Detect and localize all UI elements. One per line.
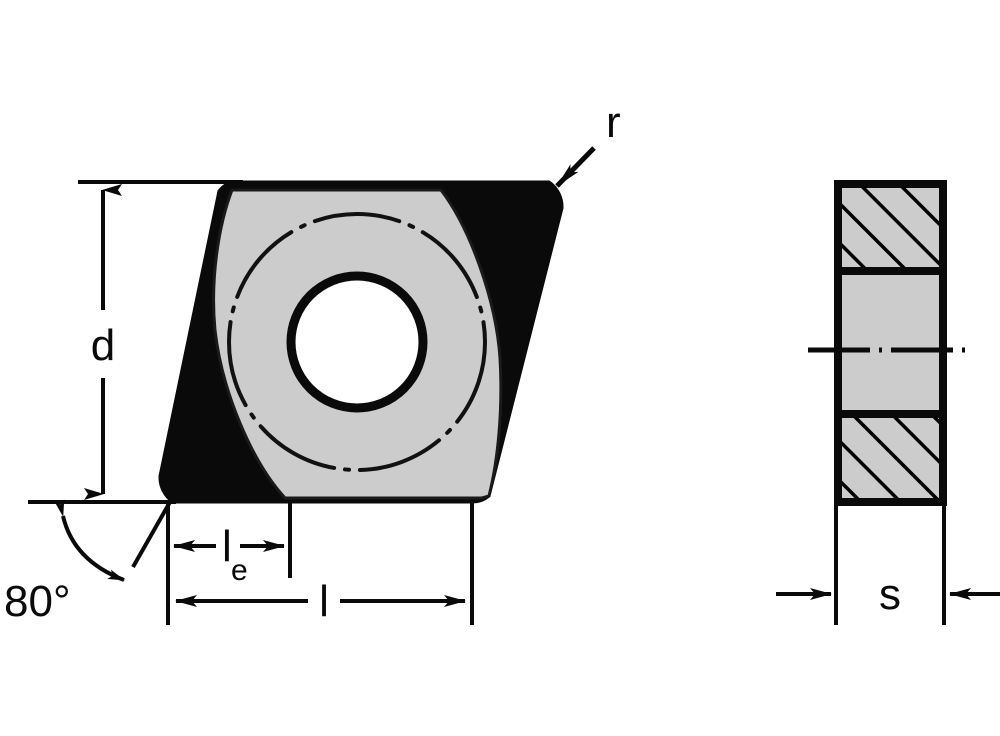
side-view-group [808, 180, 972, 506]
angle-reference-line [131, 501, 172, 568]
dimension-r-group: r [555, 98, 621, 188]
side-view-upper-hatched-section [834, 180, 947, 275]
r-leader-arrow [555, 146, 596, 188]
side-view-bore-band [834, 267, 947, 418]
dimension-label-s: s [879, 570, 901, 619]
chipbreaker-circle [227, 212, 487, 472]
dimension-d-group: d [28, 180, 243, 504]
side-view-lower-hatched-section [834, 410, 947, 506]
dimension-label-d: d [91, 321, 115, 370]
dimension-angle-group: 80° [4, 499, 172, 626]
dimension-l-group: l [175, 502, 474, 626]
angle-arc-arrow [54, 499, 125, 582]
center-bore-hole [286, 271, 428, 413]
dimension-label-r: r [606, 98, 621, 147]
dimension-label-le-subscript: e [231, 554, 248, 587]
dimension-le-group: l e [166, 502, 292, 625]
dimension-label-angle: 80° [4, 577, 71, 626]
dimension-label-l: l [319, 577, 329, 626]
dimension-s-group: s [776, 502, 1000, 625]
top-view-group [158, 180, 564, 504]
dimension-label-le: l [222, 522, 232, 571]
